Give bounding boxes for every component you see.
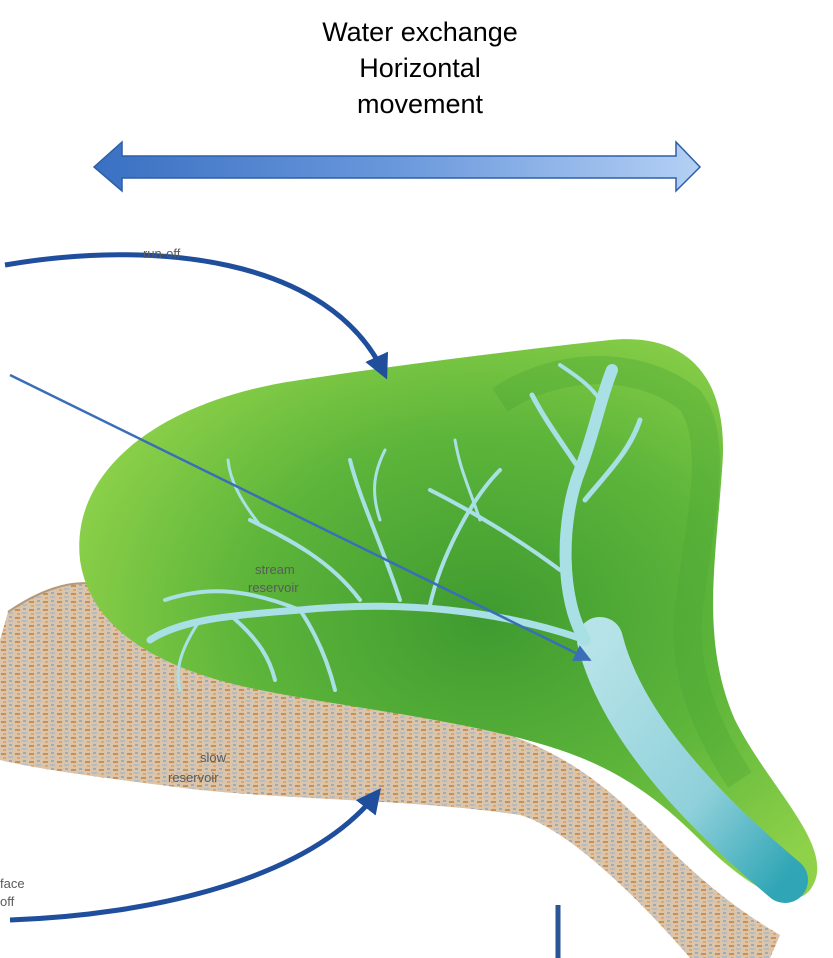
subsurface-runoff-label-2: off [0,894,15,909]
slow-reservoir-label-1: slow [200,750,227,765]
run-off-label: run-off [143,246,181,261]
subsurface-runoff-label-1: face [0,876,25,891]
runoff-arrow [5,255,385,375]
subsurface-arrow [10,792,378,920]
stream-reservoir-label-1: stream [255,562,295,577]
horizontal-exchange-arrow [94,142,700,191]
slow-reservoir-label-2: reservoir [168,770,219,785]
stream-reservoir-label-2: reservoir [248,580,299,595]
